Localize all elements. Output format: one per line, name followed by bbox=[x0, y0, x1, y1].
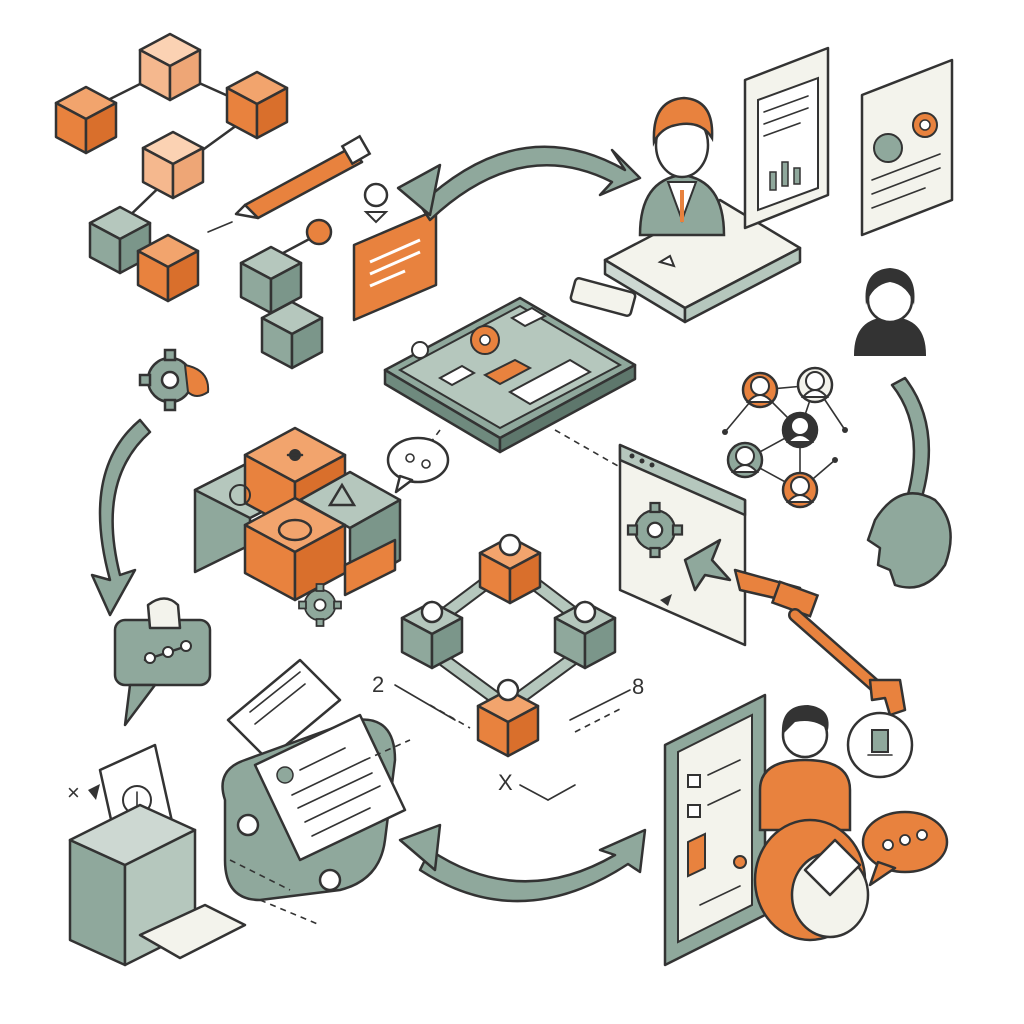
robot-arm-icon bbox=[733, 568, 907, 717]
pin-icon bbox=[239, 182, 389, 370]
people-network-icon bbox=[722, 366, 848, 509]
woman-avatar-icon bbox=[853, 268, 927, 356]
browser-gear-icon bbox=[618, 443, 747, 647]
speech-bubble-icon bbox=[113, 597, 212, 727]
speech-bubble-icon bbox=[861, 810, 949, 887]
file-tray-icon: × bbox=[67, 743, 247, 967]
top-cycle-arrow-icon bbox=[396, 145, 642, 222]
decorative-x-mark: × bbox=[67, 780, 80, 805]
cube-grid-icon bbox=[193, 426, 402, 602]
left-cycle-arrow-icon bbox=[90, 418, 152, 617]
person-tablet-icon bbox=[663, 693, 870, 967]
pencil-icon bbox=[207, 134, 372, 233]
orange-note-icon bbox=[352, 208, 438, 322]
businessman-laptop-icon bbox=[569, 96, 802, 324]
document-scroll-icon bbox=[221, 658, 411, 926]
bottom-cycle-arrow-icon bbox=[398, 823, 647, 903]
chat-bubble-icon bbox=[386, 436, 450, 494]
gear-icon bbox=[138, 348, 210, 412]
isometric-tablet-icon bbox=[383, 296, 637, 471]
upload-box-icon bbox=[846, 711, 914, 779]
connected-cubes-icon bbox=[54, 32, 289, 303]
gear-document-icon bbox=[860, 58, 954, 237]
axis-x-label: X bbox=[498, 770, 513, 795]
node-cubes-network-icon bbox=[394, 533, 631, 801]
number-left-label: 2 bbox=[372, 672, 384, 697]
number-right-label: 8 bbox=[632, 674, 644, 699]
chart-document-icon bbox=[743, 46, 830, 230]
gear-arm-icon bbox=[866, 376, 952, 589]
